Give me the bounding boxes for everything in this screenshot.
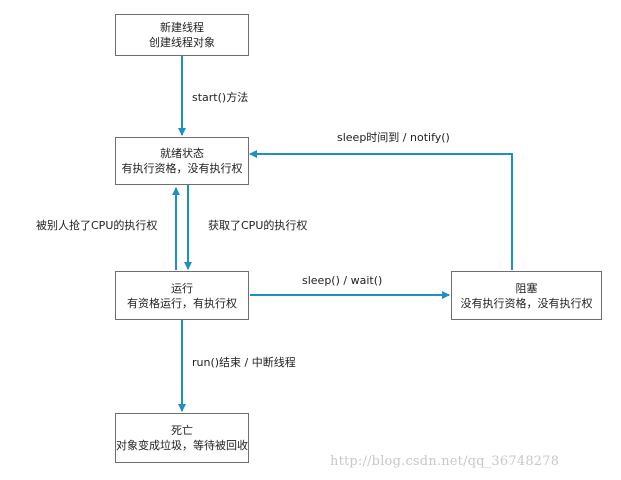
label-running-to-blocked: sleep() / wait() [302,274,383,287]
state-ready-title: 就绪状态 [160,147,204,160]
arrow-blocked-to-ready [249,150,513,270]
state-dead-desc: 对象变成垃圾，等待被回收 [116,439,248,452]
state-new-box: 新建线程 创建线程对象 [115,14,249,56]
state-ready-box: 就绪状态 有执行资格，没有执行权 [115,137,249,185]
state-dead-box: 死亡 对象变成垃圾，等待被回收 [115,413,249,463]
watermark-url: http://blog.csdn.net/qq_36748278 [330,454,560,469]
state-dead-title: 死亡 [171,424,193,437]
state-new-desc: 创建线程对象 [149,36,215,49]
label-ready-to-running: 获取了CPU的执行权 [208,219,308,232]
state-blocked-title: 阻塞 [515,281,538,295]
label-new-to-ready: start()方法 [192,91,249,104]
state-blocked-box: 阻塞 没有执行资格，没有执行权 [451,271,602,320]
label-blocked-to-ready: sleep时间到 / notify() [337,131,450,144]
state-running-desc: 有资格运行，有执行权 [127,296,237,310]
label-running-to-dead: run()结束 / 中断线程 [192,356,296,369]
state-ready-desc: 有执行资格，没有执行权 [121,162,243,175]
state-new-title: 新建线程 [160,21,204,34]
label-running-to-ready: 被别人抢了CPU的执行权 [36,219,158,232]
state-blocked-desc: 没有执行资格，没有执行权 [460,296,593,310]
state-running-title: 运行 [171,281,193,295]
state-running-box: 运行 有资格运行，有执行权 [115,271,249,320]
